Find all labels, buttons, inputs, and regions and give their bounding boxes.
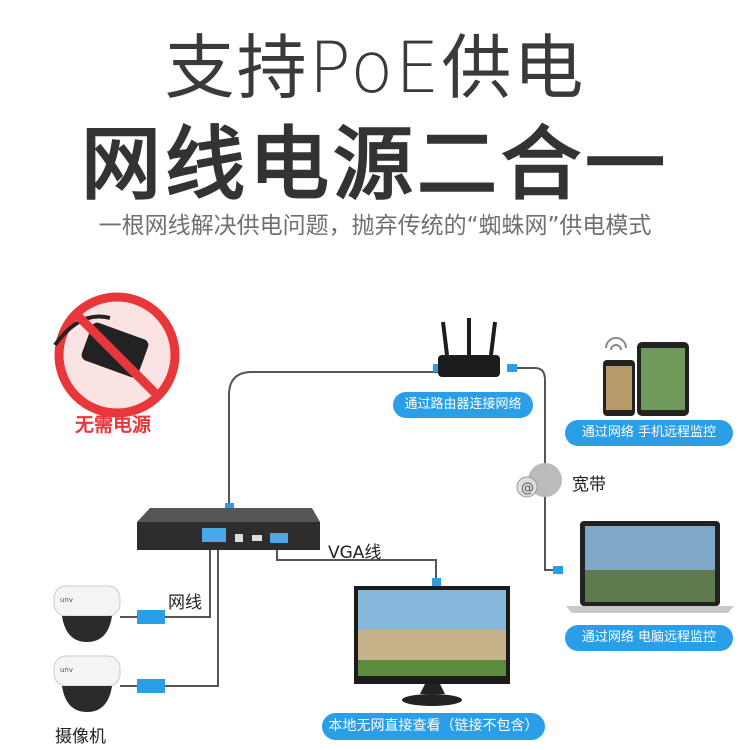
monitor-pill: 本地无网直接查看（链接不包含） xyxy=(322,713,545,740)
vga-cable xyxy=(276,545,437,590)
router-icon xyxy=(438,318,500,377)
laptop-icon xyxy=(566,521,734,613)
camera-brand: unv xyxy=(60,666,74,674)
no-power-label: 无需电源 xyxy=(75,414,152,436)
camera-2-icon xyxy=(53,655,121,712)
camera-1-icon xyxy=(53,585,121,642)
svg-text:@: @ xyxy=(521,481,534,496)
nvr-router-cable xyxy=(228,371,440,510)
nvr-recorder xyxy=(137,508,320,550)
router-pill: 通过路由器连接网络 xyxy=(393,392,533,418)
no-power-icon xyxy=(53,292,180,418)
broadband-cable xyxy=(510,367,560,571)
vga-label: VGA线 xyxy=(328,543,382,563)
broadband-globe-icon: @ xyxy=(516,463,562,498)
phone-icons xyxy=(603,337,689,416)
broadband-label: 宽带 xyxy=(572,475,606,495)
headline: 支持PoE供电 xyxy=(164,27,586,109)
monitor-icon xyxy=(354,586,510,706)
subtitle: 一根网线解决供电问题，抛弃传统的“蜘蛛网”供电模式 xyxy=(98,213,652,239)
laptop-pill: 通过网络 电脑远程监控 xyxy=(565,625,733,651)
camera-brand: unv xyxy=(60,596,74,604)
camera-label: 摄像机 xyxy=(55,727,106,747)
headline-bold: 网线电源二合一 xyxy=(81,118,669,211)
camera1-cable xyxy=(165,548,211,618)
phone-pill: 通过网络 手机远程监控 xyxy=(565,420,733,446)
camera2-cable xyxy=(165,548,219,687)
cable-label: 网线 xyxy=(168,593,202,613)
